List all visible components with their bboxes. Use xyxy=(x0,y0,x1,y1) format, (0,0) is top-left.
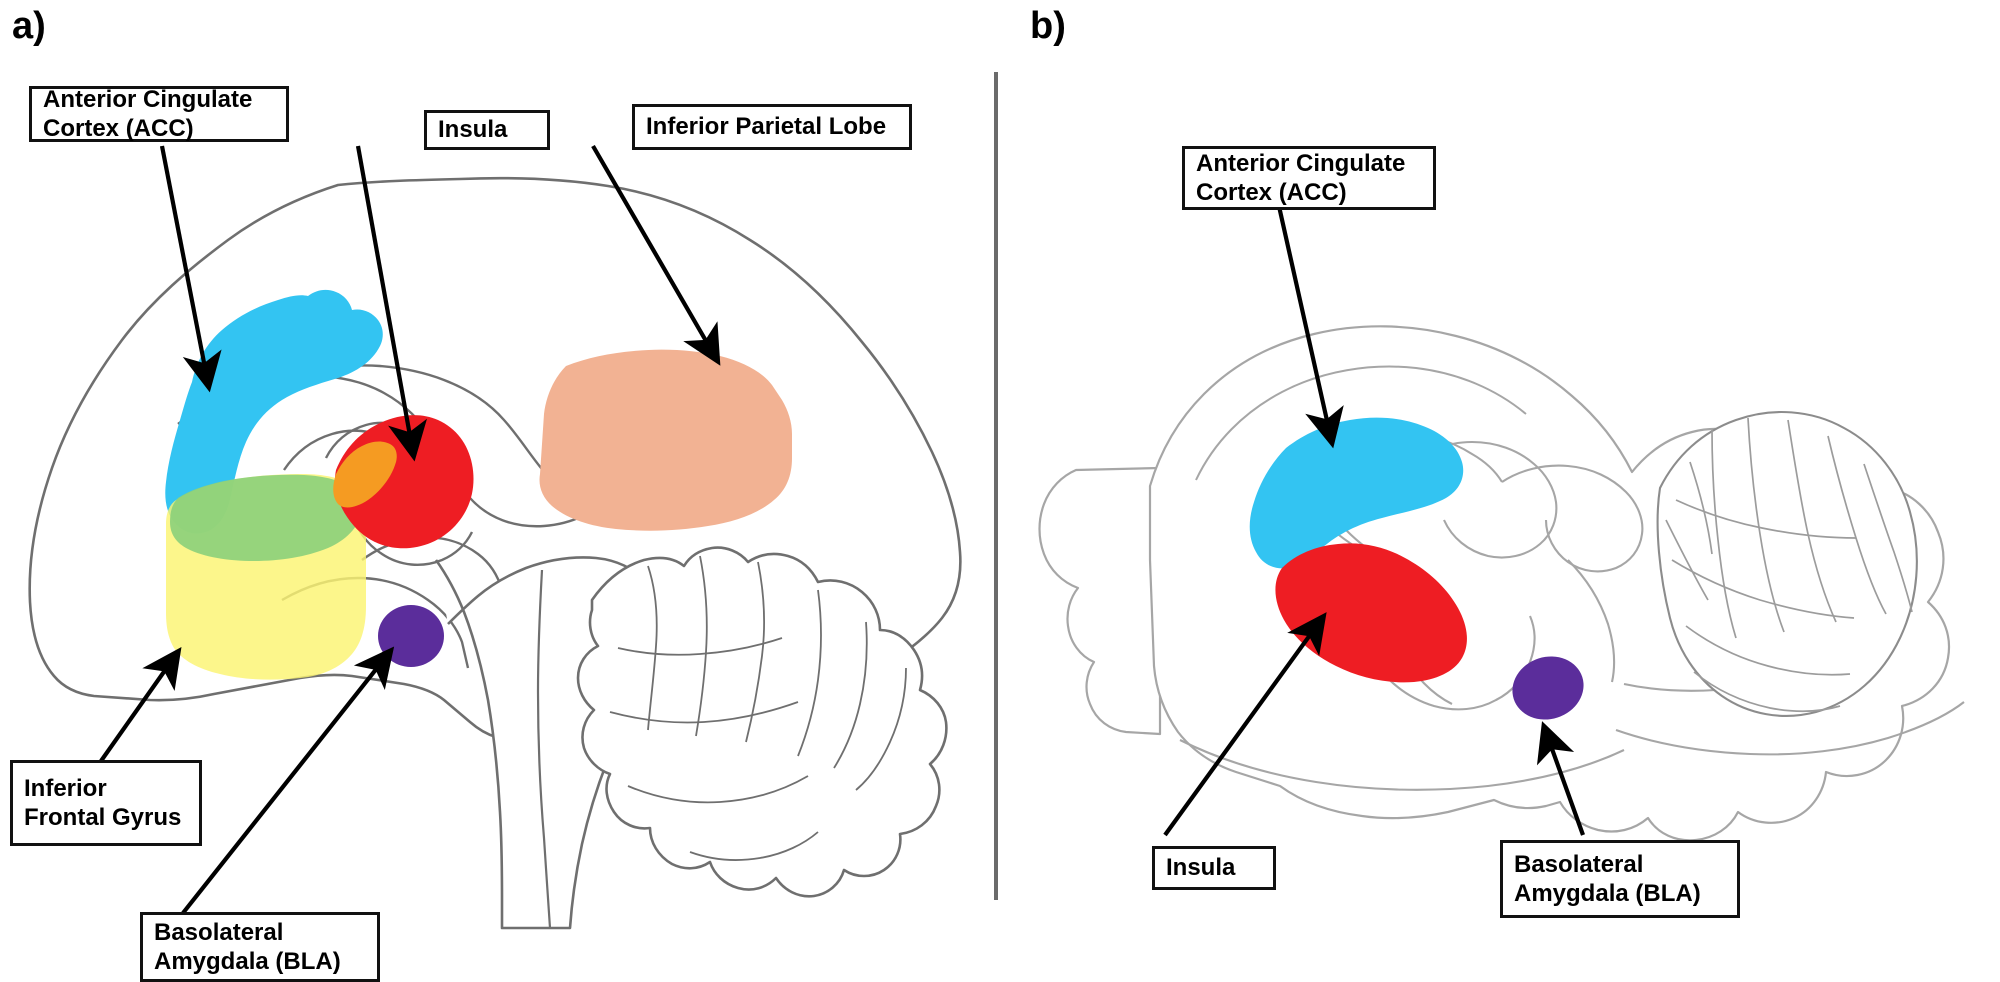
rodent-thalamus-outline xyxy=(1403,440,1558,559)
label-acc-human[interactable]: Anterior Cingulate Cortex (ACC) xyxy=(29,86,289,142)
arrow-ipl-human xyxy=(591,144,721,366)
panel-a-letter: a) xyxy=(12,5,46,47)
rodent-ventral-surface-line xyxy=(1179,739,1625,791)
rodent-hippocampus-outline xyxy=(1501,464,1644,573)
region-bla-rodent xyxy=(1512,656,1584,720)
rodent-medulla-outline xyxy=(1615,701,1965,756)
human-cerebellum-folia xyxy=(609,555,907,861)
region-inferior-parietal-lobe-human xyxy=(539,349,792,531)
arrow-insula-human xyxy=(355,145,427,462)
label-acc-rodent[interactable]: Anterior Cingulate Cortex (ACC) xyxy=(1182,146,1436,210)
label-bla-rodent[interactable]: Basolateral Amygdala (BLA) xyxy=(1500,840,1740,918)
label-inferior-parietal-lobe-human[interactable]: Inferior Parietal Lobe xyxy=(632,104,912,150)
rodent-olfactory-bulb xyxy=(1038,466,1162,736)
region-acc-rodent xyxy=(1249,417,1464,569)
label-bla-human[interactable]: Basolateral Amygdala (BLA) xyxy=(140,912,380,982)
human-cerebellum xyxy=(576,546,948,898)
leader-arrows-layer xyxy=(99,144,1585,915)
panel-divider xyxy=(994,72,998,900)
label-insula-rodent[interactable]: Insula xyxy=(1152,846,1276,890)
region-ifg-acc-overlap-human xyxy=(170,474,363,561)
rodent-cerebellum-folia xyxy=(1665,417,1913,713)
region-insula-ifg-overlap-human xyxy=(333,441,397,508)
arrow-ifg-human xyxy=(99,646,182,763)
rodent-midbrain-outline xyxy=(1567,559,1616,683)
rodent-cortex-inner-line xyxy=(1195,365,1527,481)
human-brainstem-inner-line xyxy=(536,569,552,929)
arrow-acc-human xyxy=(159,145,222,393)
arrow-bla-human xyxy=(181,646,395,915)
rodent-amygdala-bed-outline xyxy=(1381,615,1536,711)
panel-b-letter: b) xyxy=(1030,5,1066,47)
label-inferior-frontal-gyrus-human[interactable]: Inferior Frontal Gyrus xyxy=(10,760,202,846)
panel-a-human-brain xyxy=(28,176,962,930)
label-insula-human[interactable]: Insula xyxy=(424,110,550,150)
arrow-insula-rodent xyxy=(1163,612,1327,837)
rodent-cerebellum xyxy=(1656,411,1918,717)
region-bla-human xyxy=(378,605,444,667)
arrow-acc-rodent xyxy=(1269,174,1344,449)
arrow-bla-rodent xyxy=(1536,721,1585,836)
panel-b-rodent-brain xyxy=(1038,325,1965,842)
